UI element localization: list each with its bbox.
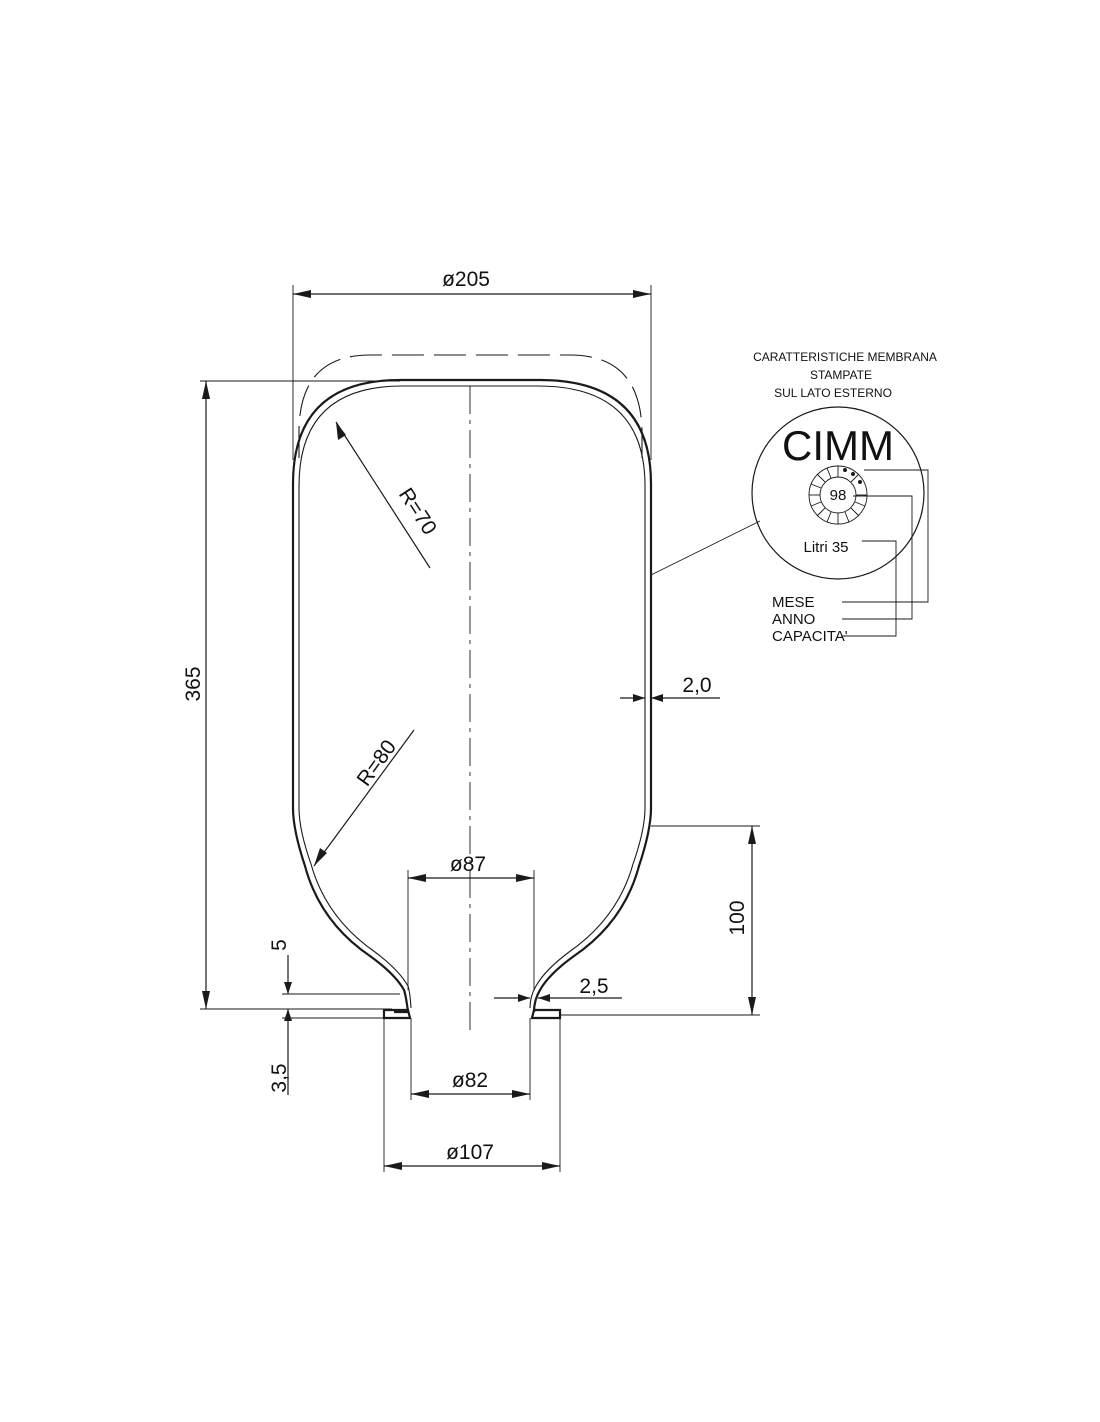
arrow-107-left	[384, 1162, 402, 1170]
dim-text-r70: R=70	[394, 484, 441, 539]
dim-text-205: ø205	[442, 268, 490, 291]
arrow-205-left	[293, 290, 311, 298]
dim-text-3-5: 3,5	[268, 1063, 291, 1092]
dim-text-r80: R=80	[353, 736, 401, 791]
stamp-leader	[650, 520, 761, 576]
arrow-107-right	[542, 1162, 560, 1170]
legend-month: MESE	[772, 594, 815, 611]
arrow-5	[284, 982, 292, 994]
dashed-inflated-outline	[298, 354, 643, 458]
arrow-100-bottom	[748, 997, 756, 1015]
stamp-year-code: 98	[830, 487, 847, 504]
arrow-87-left	[408, 874, 426, 882]
date-wheel	[808, 465, 868, 525]
membrane-shell-outer	[291, 378, 653, 1014]
arrow-87-right	[516, 874, 534, 882]
flange-left	[382, 1008, 412, 1020]
dim-text-107: ø107	[446, 1141, 494, 1164]
arrow-82-left	[411, 1090, 429, 1098]
arrow-3-5	[284, 1009, 292, 1021]
dim-text-5: 5	[268, 939, 291, 951]
note-line-2: STAMPATE	[810, 368, 872, 382]
legend-year: ANNO	[772, 611, 815, 628]
note-line-1: CARATTERISTICHE MEMBRANA	[753, 350, 937, 364]
leader-month	[842, 469, 929, 603]
dim-text-100: 100	[726, 900, 749, 935]
arrow-2-0-left	[633, 694, 645, 702]
arrow-100-top	[748, 826, 756, 844]
dim-text-82: ø82	[452, 1069, 488, 1092]
dim-text-87: ø87	[450, 853, 486, 876]
legend-capacity: CAPACITA'	[772, 628, 848, 645]
note-line-3: SUL LATO ESTERNO	[774, 386, 892, 400]
flange-right	[530, 1008, 562, 1020]
arrow-82-right	[512, 1090, 530, 1098]
arrow-205-right	[633, 290, 651, 298]
arrow-365-top	[202, 381, 210, 399]
membrane-shell-inner	[298, 385, 646, 1009]
leader-year	[842, 495, 913, 620]
dim-text-2-5: 2,5	[579, 975, 608, 998]
arrow-365-bottom	[202, 991, 210, 1009]
leader-capacity	[842, 540, 897, 637]
leader-r70	[335, 421, 431, 569]
arrow-r80	[314, 848, 327, 866]
stamp-capacity-text: Litri 35	[803, 539, 848, 556]
dim-text-365: 365	[182, 666, 205, 701]
stamp-circle	[751, 406, 925, 580]
arrow-r70	[336, 422, 346, 440]
arrow-2-5-right	[538, 994, 550, 1002]
leader-r80	[313, 729, 415, 867]
stamp-brand: CIMM	[782, 422, 894, 469]
arrow-2-0-right	[651, 694, 663, 702]
dim-text-2-0: 2,0	[682, 674, 711, 697]
arrow-2-5-left	[518, 994, 530, 1002]
